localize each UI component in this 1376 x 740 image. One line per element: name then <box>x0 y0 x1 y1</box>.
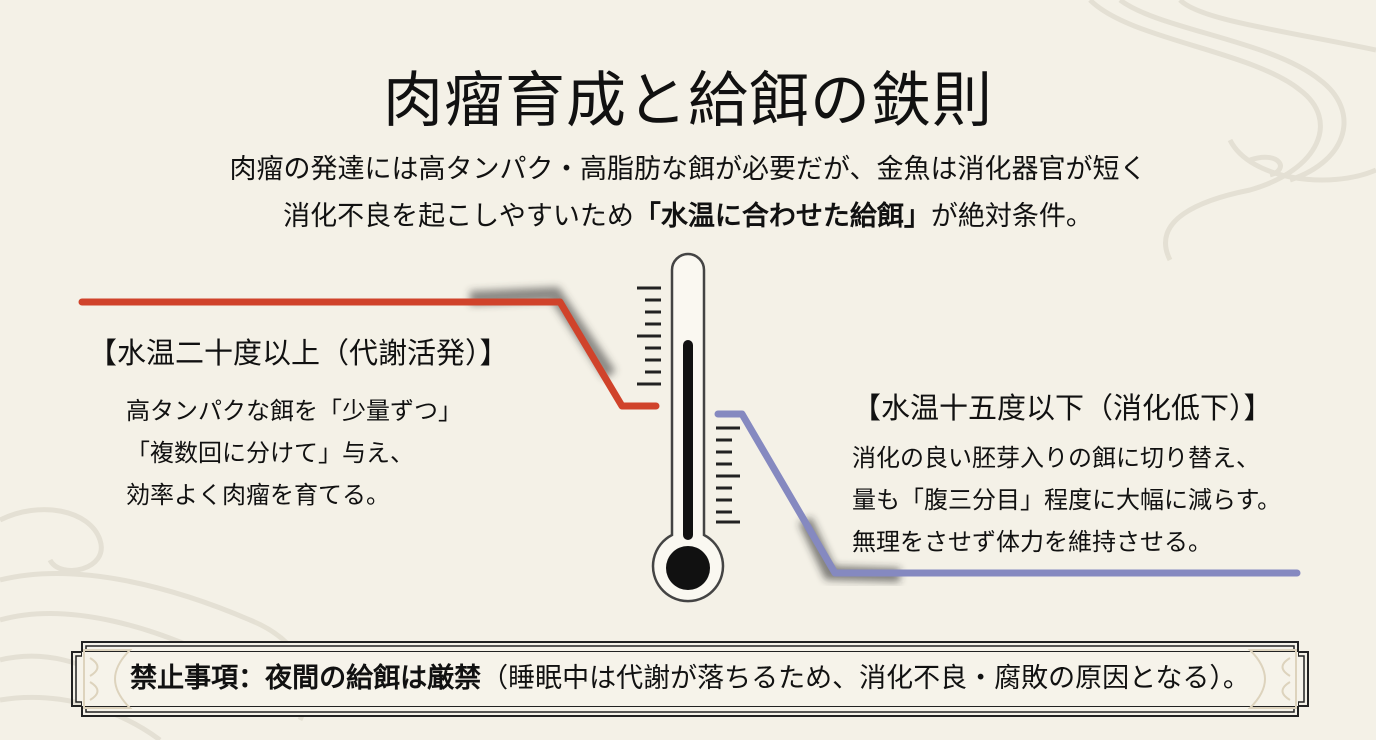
high-temp-line-3: 効率よく肉瘤を育てる。 <box>126 481 390 509</box>
high-temp-heading: 【水温二十度以上（代謝活発）】 <box>88 336 509 370</box>
high-temp-line-1: 高タンパクな餌を「少量ずつ」 <box>126 397 462 425</box>
warning-emphasis: 禁止事項：夜間の給餌は厳禁 <box>130 663 482 694</box>
low-temp-heading: 【水温十五度以下（消化低下）】 <box>852 391 1273 425</box>
low-temp-line <box>714 410 1301 577</box>
high-temp-line <box>78 298 660 410</box>
warning-detail: （睡眠中は代謝が落ちるため、消化不良・腐敗の原因となる）。 <box>481 663 1250 694</box>
warning-text: 禁止事項：夜間の給餌は厳禁（睡眠中は代謝が落ちるため、消化不良・腐敗の原因となる… <box>70 640 1310 718</box>
high-temp-description: 高タンパクな餌を「少量ずつ」 「複数回に分けて」与え、 効率よく肉瘤を育てる。 <box>126 390 462 516</box>
low-temp-line-3: 無理をさせず体力を維持させる。 <box>852 528 1212 556</box>
thermometer-icon <box>637 252 740 603</box>
banner-frame <box>71 641 1309 717</box>
seigaiha-corner-left <box>83 649 133 709</box>
intro-emphasis: 「水温に合わせた給餌」 <box>633 201 931 232</box>
ink-smudge-high <box>469 286 616 379</box>
intro-line-1: 肉瘤の発達には高タンパク・高脂肪な餌が必要だが、金魚は消化器官が短く <box>229 154 1147 185</box>
low-temp-line-1: 消化の良い胚芽入りの餌に切り替え、 <box>852 444 1260 472</box>
warning-banner: 禁止事項：夜間の給餌は厳禁（睡眠中は代謝が落ちるため、消化不良・腐敗の原因となる… <box>70 640 1310 718</box>
seigaiha-corner-right <box>1247 649 1297 709</box>
high-temp-line-2: 「複数回に分けて」与え、 <box>126 439 414 467</box>
low-temp-description: 消化の良い胚芽入りの餌に切り替え、 量も「腹三分目」程度に大幅に減らす。 無理を… <box>852 437 1281 563</box>
intro-line-2: 消化不良を起こしやすいため「水温に合わせた給餌」が絶対条件。 <box>283 201 1093 232</box>
low-temp-line-2: 量も「腹三分目」程度に大幅に減らす。 <box>852 486 1282 514</box>
intro-text: 肉瘤の発達には高タンパク・高脂肪な餌が必要だが、金魚は消化器官が短く 消化不良を… <box>0 146 1376 240</box>
page-title: 肉瘤育成と給餌の鉄則 <box>383 66 993 136</box>
